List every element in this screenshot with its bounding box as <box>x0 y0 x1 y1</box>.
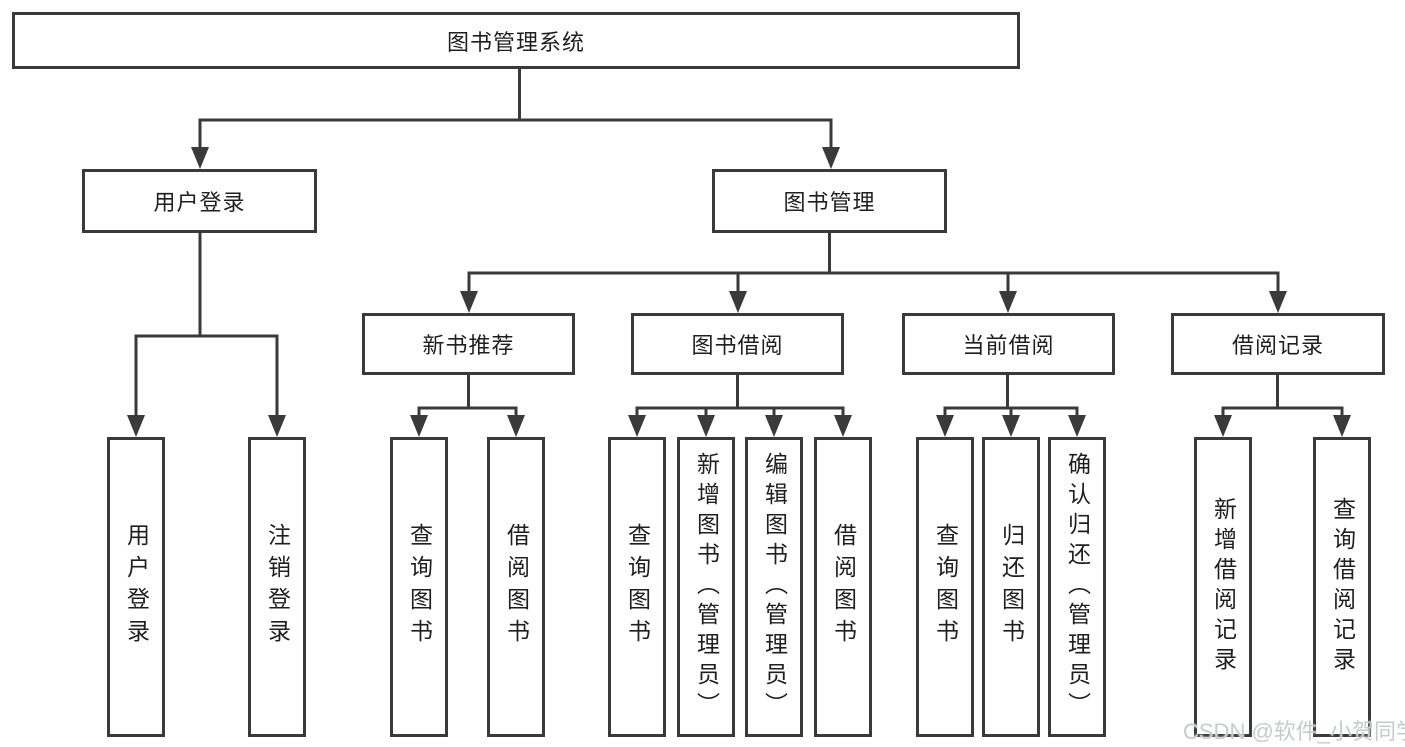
leaf-label: 用户登录 <box>123 523 150 651</box>
leaf-recommend-query-books: 查询图书 <box>390 437 448 737</box>
leaf-label: 借阅图书 <box>503 523 530 651</box>
node-root: 图书管理系统 <box>12 12 1020 69</box>
connector-borrow-to-leaves <box>628 375 852 437</box>
leaf-label: 归还图书 <box>998 523 1025 651</box>
leaf-borrow-books: 借阅图书 <box>814 437 872 737</box>
connector-current-to-leaves <box>936 375 1086 437</box>
leaf-edit-books-admin: 编辑图书（管理员） <box>745 437 803 737</box>
leaf-current-query-books: 查询图书 <box>916 437 974 737</box>
leaf-add-books-admin: 新增图书（管理员） <box>677 437 735 737</box>
leaf-confirm-return-admin: 确认归还（管理员） <box>1048 437 1106 737</box>
node-new-book-recommend: 新书推荐 <box>362 313 575 375</box>
node-book-borrow: 图书借阅 <box>631 313 844 375</box>
leaf-add-borrow-record: 新增借阅记录 <box>1194 437 1252 737</box>
leaf-label: 新增图书（管理员） <box>693 452 720 722</box>
connector-management-to-level3 <box>460 233 1287 313</box>
leaf-label: 注销登录 <box>264 523 291 651</box>
watermark: CSDN @软件_小贺同学 <box>1183 719 1405 744</box>
leaf-recommend-borrow-books: 借阅图书 <box>487 437 545 737</box>
leaf-label: 查询图书 <box>624 523 651 651</box>
node-borrow-records: 借阅记录 <box>1171 313 1385 375</box>
leaf-query-borrow-record: 查询借阅记录 <box>1313 437 1371 737</box>
leaf-logout: 注销登录 <box>248 437 306 737</box>
leaf-label: 查询借阅记录 <box>1329 497 1356 677</box>
leaf-label: 新增借阅记录 <box>1210 497 1237 677</box>
connector-records-to-leaves <box>1214 375 1351 437</box>
node-book-management: 图书管理 <box>712 169 947 233</box>
node-current-borrow: 当前借阅 <box>902 313 1115 375</box>
leaf-label: 借阅图书 <box>830 523 857 651</box>
connector-login-to-leaves <box>127 233 286 437</box>
leaf-user-login: 用户登录 <box>107 437 165 737</box>
leaf-borrow-query-books: 查询图书 <box>608 437 666 737</box>
leaf-label: 确认归还（管理员） <box>1064 452 1091 722</box>
leaf-label: 查询图书 <box>932 523 959 651</box>
connector-recommend-to-leaves <box>410 375 525 437</box>
connector-root-to-level2 <box>191 68 840 169</box>
leaf-label: 编辑图书（管理员） <box>761 452 788 722</box>
leaf-label: 查询图书 <box>406 523 433 651</box>
node-user-login: 用户登录 <box>82 169 317 233</box>
leaf-return-books: 归还图书 <box>982 437 1040 737</box>
